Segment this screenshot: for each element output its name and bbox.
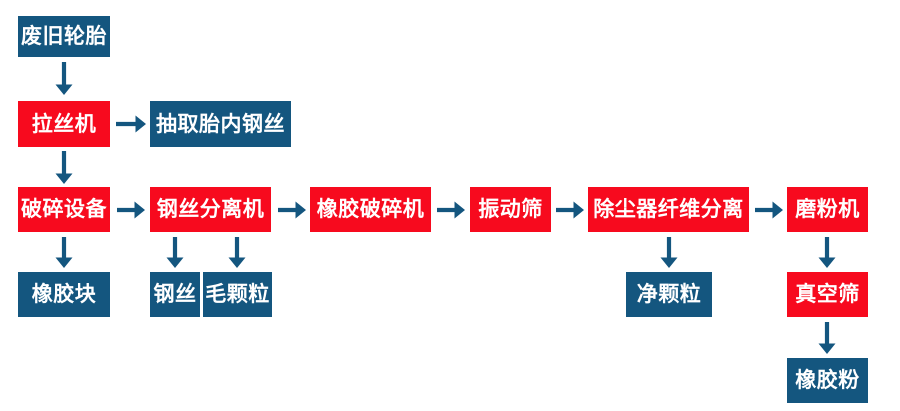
flow-node-n7[interactable]: 振动筛 <box>470 187 551 232</box>
flow-arrow-down-a13 <box>814 237 840 268</box>
flow-node-n3[interactable]: 抽取胎内钢丝 <box>150 101 291 147</box>
flow-node-n10[interactable]: 橡胶块 <box>18 272 110 317</box>
flow-arrow-down-a14 <box>814 322 840 354</box>
flow-arrow-down-a3 <box>51 151 77 184</box>
flow-arrow-right-a4 <box>117 197 145 223</box>
flow-arrow-right-a6 <box>437 197 465 223</box>
flow-arrow-down-a12 <box>656 237 682 268</box>
flow-node-n4[interactable]: 破碎设备 <box>18 187 110 232</box>
flow-node-n9[interactable]: 磨粉机 <box>787 187 868 232</box>
flow-arrow-down-a1 <box>51 62 77 95</box>
flow-arrow-down-a11 <box>224 237 250 268</box>
flow-arrow-right-a2 <box>116 111 146 137</box>
flow-node-n5[interactable]: 钢丝分离机 <box>150 187 271 232</box>
flow-node-n1[interactable]: 废旧轮胎 <box>18 16 110 57</box>
flow-arrow-right-a8 <box>755 197 783 223</box>
flow-node-n15[interactable]: 橡胶粉 <box>787 358 868 403</box>
flow-arrow-down-a9 <box>51 237 77 268</box>
flow-node-n2[interactable]: 拉丝机 <box>18 101 110 147</box>
flow-node-n8[interactable]: 除尘器纤维分离 <box>588 187 749 232</box>
flow-node-n14[interactable]: 真空筛 <box>787 272 868 317</box>
flow-node-n6[interactable]: 橡胶破碎机 <box>310 187 431 232</box>
flow-node-n12[interactable]: 毛颗粒 <box>203 272 272 317</box>
flow-node-n13[interactable]: 净颗粒 <box>626 272 712 317</box>
flow-arrow-down-a10 <box>162 237 188 268</box>
flow-node-n11[interactable]: 钢丝 <box>150 272 200 317</box>
flow-arrow-right-a7 <box>556 197 584 223</box>
flow-arrow-right-a5 <box>278 197 306 223</box>
